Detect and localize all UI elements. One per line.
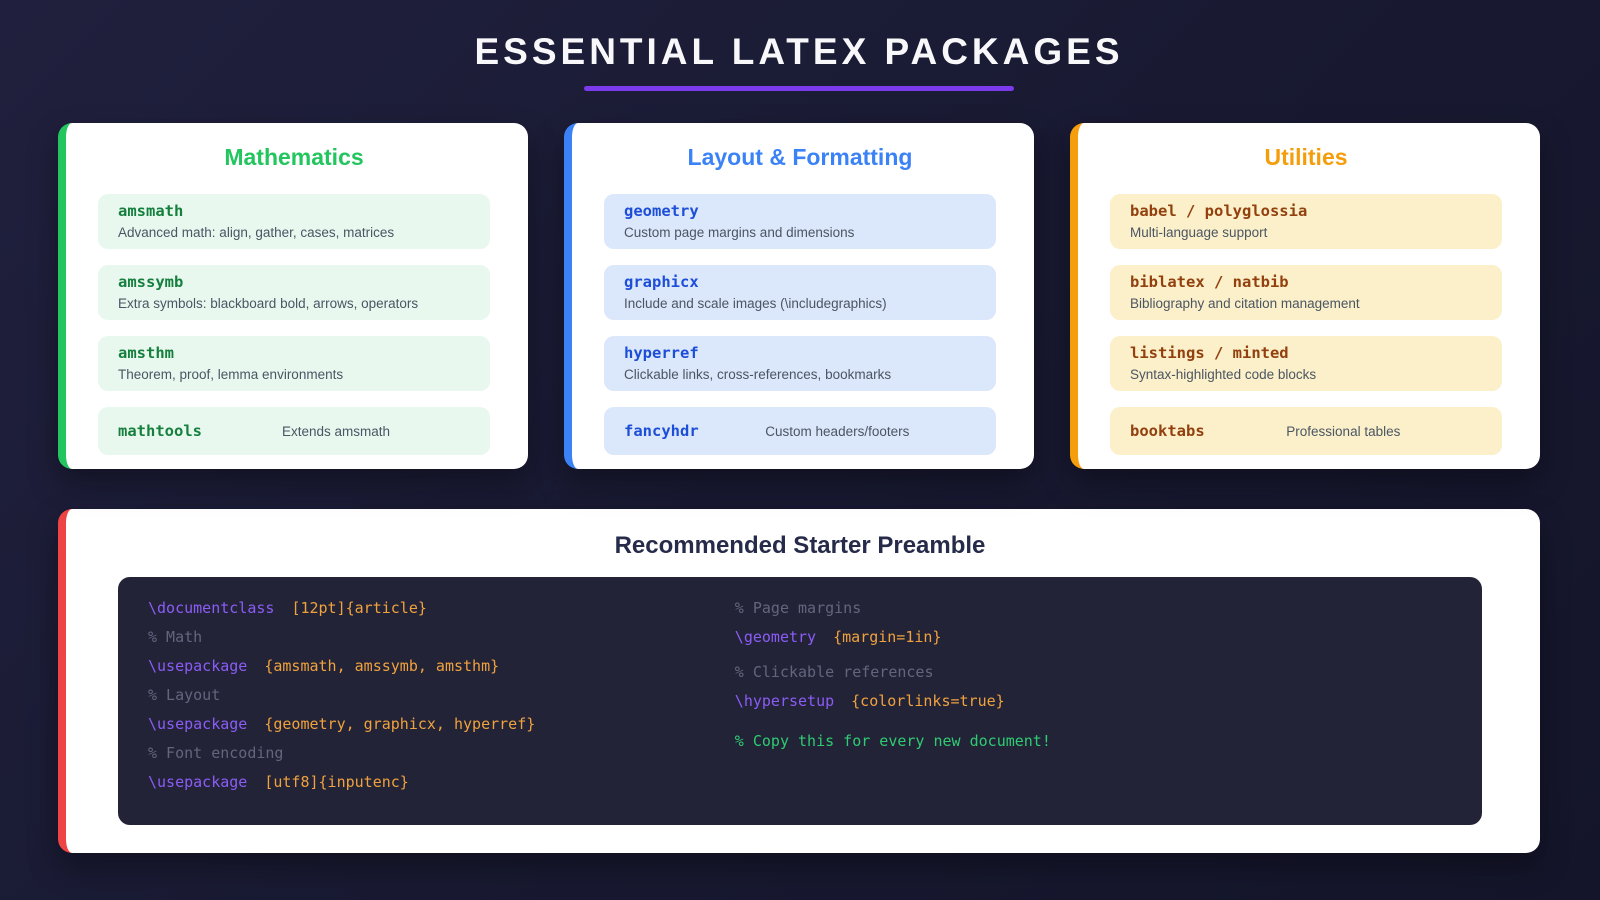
code-line: \hypersetup {colorlinks=true} [735,687,1452,716]
title-underline [584,86,1014,91]
code-column-right: % Page margins \geometry {margin=1in} % C… [735,594,1452,797]
latex-command: \usepackage [148,657,248,675]
latex-comment: % Font encoding [148,744,284,762]
package-item-biblatex-natbib: biblatex / natbib Bibliography and citat… [1110,265,1502,320]
package-description: Extends amsmath [281,423,391,439]
page-content: ESSENTIAL LATEX PACKAGES Mathematics ams… [58,0,1540,853]
package-name: amssymb [118,273,184,291]
package-item-listings-minted: listings / minted Syntax-highlighted cod… [1110,336,1502,391]
package-description: Theorem, proof, lemma environments [118,367,344,382]
package-name: babel / polyglossia [1130,202,1308,220]
latex-command: \documentclass [148,599,275,617]
code-line: \documentclass [12pt]{article} [148,594,735,623]
card-title: Mathematics [224,144,364,170]
latex-command: \geometry [734,628,817,646]
code-column-left: \documentclass [12pt]{article} % Math \us… [148,594,735,797]
package-item-amssymb: amssymb Extra symbols: blackboard bold, … [98,265,490,320]
package-cards-row: Mathematics amsmath Advanced math: align… [58,123,1540,469]
latex-argument: [12pt]{article} [291,599,427,617]
latex-command: \usepackage [148,773,248,791]
package-description: Include and scale images (\includegraphi… [624,296,887,311]
package-name: amsmath [118,202,184,220]
package-name: amsthm [118,344,174,362]
code-line: \usepackage {amsmath, amssymb, amsthm} [148,652,735,681]
package-name: geometry [624,202,699,220]
package-item-amsmath: amsmath Advanced math: align, gather, ca… [98,194,490,249]
card-starter-preamble: Recommended Starter Preamble \documentcl… [58,509,1540,853]
package-item-amsthm: amsthm Theorem, proof, lemma environment… [98,336,490,391]
preamble-title: Recommended Starter Preamble [614,532,986,559]
package-item-fancyhdr: fancyhdr Custom headers/footers [604,407,996,455]
page-header: ESSENTIAL LATEX PACKAGES [58,0,1540,91]
package-name: booktabs [1130,421,1205,440]
package-item-hyperref: hyperref Clickable links, cross-referenc… [604,336,996,391]
page-title: ESSENTIAL LATEX PACKAGES [474,31,1124,72]
package-description: Clickable links, cross-references, bookm… [624,367,892,382]
latex-comment: % Layout [148,686,221,704]
latex-argument: {margin=1in} [833,628,942,646]
card-layout-formatting: Layout & Formatting geometry Custom page… [564,123,1034,469]
code-line: \usepackage [utf8]{inputenc} [148,768,735,797]
package-description: Advanced math: align, gather, cases, mat… [118,225,395,240]
card-mathematics: Mathematics amsmath Advanced math: align… [58,123,528,469]
latex-comment: % Clickable references [734,663,934,681]
package-name: mathtools [118,421,202,440]
latex-command: \hypersetup [734,692,835,710]
package-item-booktabs: booktabs Professional tables [1110,407,1502,455]
card-utilities: Utilities babel / polyglossia Multi-lang… [1070,123,1540,469]
package-name: listings / minted [1130,344,1289,362]
package-description: Bibliography and citation management [1130,296,1360,311]
package-name: fancyhdr [624,421,699,440]
code-panel: \documentclass [12pt]{article} % Math \us… [118,577,1482,825]
card-title: Utilities [1264,144,1348,170]
package-item-mathtools: mathtools Extends amsmath [98,407,490,455]
package-description: Syntax-highlighted code blocks [1130,367,1317,382]
latex-argument: {colorlinks=true} [851,692,1005,710]
package-name: biblatex / natbib [1130,273,1289,291]
latex-comment: % Math [148,628,203,646]
package-description: Multi-language support [1130,225,1268,240]
package-name: graphicx [624,273,699,291]
package-description: Extra symbols: blackboard bold, arrows, … [118,296,419,311]
package-item-babel-polyglossia: babel / polyglossia Multi-language suppo… [1110,194,1502,249]
package-description: Custom headers/footers [765,423,910,439]
package-item-graphicx: graphicx Include and scale images (\incl… [604,265,996,320]
card-title: Layout & Formatting [687,144,913,170]
package-description: Custom page margins and dimensions [624,225,855,240]
latex-argument: [utf8]{inputenc} [264,773,409,791]
latex-argument: {amsmath, amssymb, amsthm} [264,657,500,675]
latex-highlight-comment: % Copy this for every new document! [734,732,1051,750]
code-line: \geometry {margin=1in} [735,623,1452,652]
code-line: \usepackage {geometry, graphicx, hyperref… [148,710,735,739]
latex-argument: {geometry, graphicx, hyperref} [264,715,536,733]
package-item-geometry: geometry Custom page margins and dimensi… [604,194,996,249]
latex-command: \usepackage [148,715,248,733]
latex-comment: % Page margins [734,599,862,617]
package-description: Professional tables [1286,423,1401,439]
package-name: hyperref [624,344,699,362]
